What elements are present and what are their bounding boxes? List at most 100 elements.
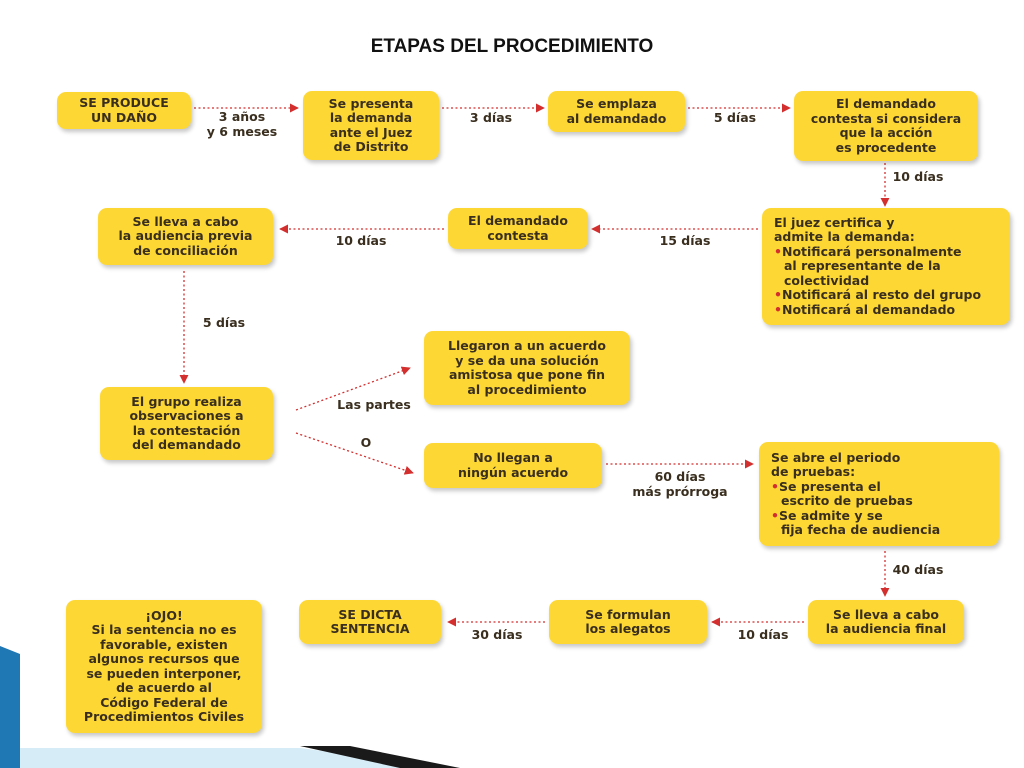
label-text: 40 días bbox=[892, 562, 944, 577]
box-text: El juez certifica y bbox=[774, 214, 895, 230]
box-text: se pueden interponer, bbox=[86, 665, 242, 681]
label-las-partes: Las partes bbox=[334, 397, 414, 413]
bullet-text: Se admite y se bbox=[779, 507, 883, 523]
box-text: Se formulan bbox=[585, 606, 671, 622]
box-text: ante el Juez bbox=[329, 124, 413, 140]
label-text: 30 días bbox=[471, 627, 523, 642]
decor-dark-bar bbox=[300, 746, 460, 768]
bullet-text: al representante de la bbox=[784, 258, 941, 274]
box-se-emplaza: Se emplaza al demandado bbox=[548, 91, 685, 132]
box-formulan-alegatos: Se formulan los alegatos bbox=[549, 600, 707, 644]
box-text: Llegaron a un acuerdo bbox=[448, 338, 606, 353]
box-text: contesta bbox=[487, 227, 549, 243]
box-text: de conciliación bbox=[133, 242, 238, 258]
box-juez-certifica: El juez certifica y admite la demanda: •… bbox=[762, 208, 1010, 325]
bullet-text: Notificará al demandado bbox=[782, 301, 956, 317]
bullet-icon: • bbox=[774, 287, 782, 303]
box-text: SENTENCIA bbox=[330, 621, 410, 636]
box-text: Se lleva a cabo bbox=[833, 606, 939, 622]
box-text: los alegatos bbox=[585, 621, 671, 636]
bullet-icon: • bbox=[771, 507, 779, 523]
bullet-text: Se presenta el bbox=[779, 478, 881, 494]
box-text: la audiencia previa bbox=[118, 228, 253, 244]
box-text: observaciones a bbox=[129, 408, 244, 423]
label-text: más prórroga bbox=[632, 483, 728, 499]
box-text: SE PRODUCE bbox=[79, 95, 169, 110]
label-15-dias: 15 días bbox=[650, 233, 720, 249]
bullet-icon: • bbox=[774, 243, 782, 259]
box-text: El demandado bbox=[836, 96, 936, 111]
label-3-dias: 3 días bbox=[456, 110, 526, 126]
bullet-text: colectividad bbox=[784, 272, 870, 288]
bullet-text: Notificará al resto del grupo bbox=[782, 287, 982, 303]
box-text: ¡OJO! bbox=[145, 607, 183, 623]
box-text: la demanda bbox=[329, 110, 413, 125]
box-text: El demandado bbox=[468, 213, 568, 228]
decor-light-bar bbox=[20, 748, 450, 768]
box-demandado-contesta: El demandado contesta bbox=[448, 208, 588, 249]
box-text: de acuerdo al bbox=[116, 680, 212, 695]
box-llegaron-acuerdo: Llegaron a un acuerdo y se da una soluci… bbox=[424, 331, 630, 405]
label-10-dias: 10 días bbox=[728, 627, 798, 643]
box-demandado-procedente: El demandado contesta si considera que l… bbox=[794, 91, 978, 161]
box-text: al demandado bbox=[566, 110, 667, 126]
label-10-dias: 10 días bbox=[326, 233, 396, 249]
label-10-dias: 10 días bbox=[888, 169, 948, 185]
label-text: 5 días bbox=[202, 315, 246, 330]
box-text: al procedimiento bbox=[467, 381, 587, 397]
box-se-produce-dano: SE PRODUCE UN DAÑO bbox=[57, 92, 191, 129]
bullet-text: Notificará personalmente bbox=[782, 243, 962, 259]
box-text: Se abre el periodo bbox=[771, 449, 901, 465]
bullet-item: •Notificará al resto del grupo bbox=[774, 288, 981, 303]
box-text: Se lleva a cabo bbox=[132, 213, 239, 229]
label-5-dias: 5 días bbox=[194, 315, 254, 331]
label-text: 10 días bbox=[737, 627, 789, 642]
label-text: 5 días bbox=[713, 110, 757, 125]
box-se-presenta-demanda: Se presenta la demanda ante el Juez de D… bbox=[303, 91, 439, 160]
box-periodo-pruebas: Se abre el periodo de pruebas: •Se prese… bbox=[759, 442, 999, 546]
box-text: El grupo realiza bbox=[131, 393, 242, 409]
box-text: y se da una solución bbox=[455, 352, 599, 368]
box-text: favorable, existen bbox=[100, 636, 228, 652]
box-text: Procedimientos Civiles bbox=[83, 709, 245, 724]
box-text: contesta si considera bbox=[810, 110, 962, 126]
label-text: 15 días bbox=[659, 233, 711, 248]
bullet-icon: • bbox=[771, 478, 779, 494]
box-text: que la acción bbox=[839, 125, 933, 140]
label-60-dias: 60 días más prórroga bbox=[630, 469, 730, 499]
box-text: Se emplaza bbox=[576, 96, 657, 111]
box-text: Código Federal de bbox=[100, 694, 228, 710]
label-text: Las partes bbox=[337, 397, 411, 412]
box-text: ningún acuerdo bbox=[457, 464, 569, 480]
box-audiencia-previa: Se lleva a cabo la audiencia previa de c… bbox=[98, 208, 273, 265]
box-audiencia-final: Se lleva a cabo la audiencia final bbox=[808, 600, 964, 644]
box-text: admite la demanda: bbox=[774, 229, 915, 245]
label-text: 60 días bbox=[654, 469, 706, 484]
box-text: algunos recursos que bbox=[88, 651, 240, 666]
box-text: de Distrito bbox=[333, 139, 409, 154]
label-3-anos: 3 años y 6 meses bbox=[200, 109, 284, 139]
label-text: 3 días bbox=[469, 110, 513, 125]
label-text: 10 días bbox=[335, 233, 387, 248]
label-40-dias: 40 días bbox=[888, 562, 948, 578]
box-text: la contestación bbox=[132, 422, 241, 438]
label-text: 3 años bbox=[218, 109, 266, 124]
box-text: amistosa que pone fin bbox=[448, 367, 606, 382]
box-text: de pruebas: bbox=[771, 464, 856, 479]
bullet-icon: • bbox=[774, 301, 782, 317]
box-text: Se presenta bbox=[328, 95, 414, 111]
label-text: 10 días bbox=[892, 169, 944, 184]
bullet-text: fija fecha de audiencia bbox=[781, 522, 941, 537]
box-no-llegan-acuerdo: No llegan a ningún acuerdo bbox=[424, 443, 602, 488]
box-text: del demandado bbox=[132, 437, 241, 452]
box-text: es procedente bbox=[835, 139, 937, 155]
box-text: Si la sentencia no es bbox=[91, 622, 237, 637]
box-text: la audiencia final bbox=[825, 621, 947, 636]
page-title: ETAPAS DEL PROCEDIMIENTO bbox=[370, 36, 654, 57]
label-text: y 6 meses bbox=[206, 123, 278, 139]
box-dicta-sentencia: SE DICTA SENTENCIA bbox=[299, 600, 441, 644]
box-text: No llegan a bbox=[473, 450, 553, 465]
